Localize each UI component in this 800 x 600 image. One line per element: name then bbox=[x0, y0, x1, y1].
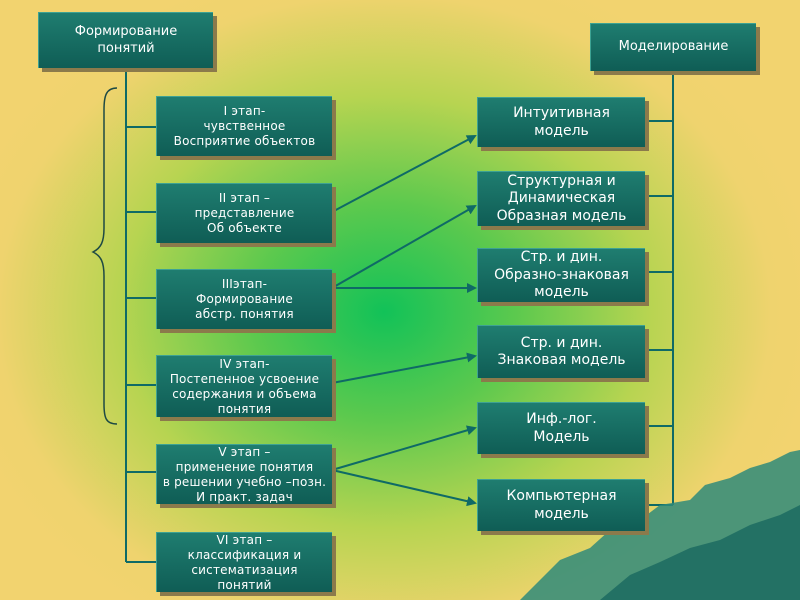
model-label-computer: Компьютерная модель bbox=[506, 488, 617, 522]
header-concept-formation-label: Формирование понятий bbox=[74, 24, 178, 56]
model-box-structural-dynamic: Структурная и Динамическая Образная моде… bbox=[477, 171, 645, 226]
model-label-structural-dynamic: Структурная и Динамическая Образная моде… bbox=[496, 172, 627, 224]
arrow-stage3-to-structural bbox=[331, 205, 477, 289]
model-box-intuitive: Интуитивная модель bbox=[477, 97, 645, 147]
stage-box-6: VI этап – классификация и систематизация… bbox=[156, 532, 332, 592]
model-label-sign: Стр. и дин. Знаковая модель bbox=[497, 334, 626, 369]
stage-label-5: V этап – применение понятия в решении уч… bbox=[162, 444, 327, 504]
stage-label-6: VI этап – классификация и систематизация… bbox=[187, 532, 302, 592]
stage-box-5: V этап – применение понятия в решении уч… bbox=[156, 444, 332, 504]
stage-label-1: I этап- чувственное Восприятие объектов bbox=[173, 104, 316, 148]
stage-label-4: IV этап- Постепенное усвоение содержания… bbox=[169, 356, 320, 416]
header-modeling-label: Моделирование bbox=[618, 39, 729, 55]
arrow-stage5-to-infolog bbox=[331, 425, 477, 471]
curly-brace bbox=[91, 87, 118, 425]
model-box-computer: Компьютерная модель bbox=[477, 479, 645, 531]
model-box-sign: Стр. и дин. Знаковая модель bbox=[477, 325, 645, 378]
model-box-figurative-sign: Стр. и дин. Образно-знаковая модель bbox=[477, 248, 645, 302]
stage-label-3: IIIэтап- Формирование абстр. понятия bbox=[195, 277, 294, 321]
model-label-figurative-sign: Стр. и дин. Образно-знаковая модель bbox=[494, 249, 629, 301]
arrow-stage5-to-computer bbox=[331, 469, 477, 507]
header-modeling: Моделирование bbox=[590, 23, 756, 71]
stage-box-2: II этап – представление Об объекте bbox=[156, 183, 332, 243]
model-label-info-logical: Инф.-лог. Модель bbox=[526, 411, 597, 445]
arrow-stage4-to-sign bbox=[331, 352, 477, 384]
stage-box-3: IIIэтап- Формирование абстр. понятия bbox=[156, 269, 332, 329]
stage-box-4: IV этап- Постепенное усвоение содержания… bbox=[156, 355, 332, 417]
stage-box-1: I этап- чувственное Восприятие объектов bbox=[156, 96, 332, 156]
arrow-stage2-to-intuitive bbox=[331, 135, 477, 213]
mountain-decoration-front bbox=[600, 505, 800, 600]
header-concept-formation: Формирование понятий bbox=[38, 12, 213, 68]
stage-label-2: II этап – представление Об объекте bbox=[194, 191, 295, 235]
model-label-intuitive: Интуитивная модель bbox=[513, 105, 610, 139]
model-box-info-logical: Инф.-лог. Модель bbox=[477, 402, 645, 454]
